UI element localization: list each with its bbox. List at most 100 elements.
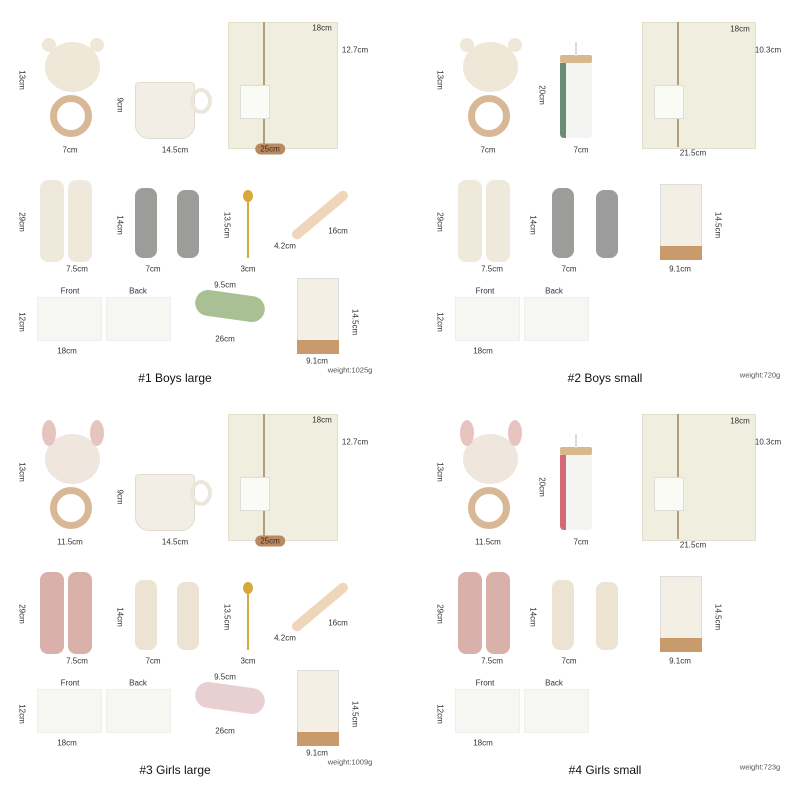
sock-left [458, 572, 482, 654]
dimension-label-sock-w: 7.5cm [66, 264, 88, 274]
dimension-label-back: Back [129, 286, 147, 296]
dimension-label-baby-w: 7cm [561, 656, 577, 666]
dimension-label-sock-h: 29cm [435, 212, 445, 232]
dimension-label-sock-h: 29cm [17, 212, 27, 232]
card-stand-base [297, 732, 339, 746]
rattle-ear-right [508, 38, 522, 52]
dimension-label-rattle-h: 13cm [435, 70, 445, 90]
gift-tag [654, 85, 684, 119]
sock-right [486, 180, 510, 262]
rattle-ring [50, 487, 92, 529]
dimension-label-mask-h: 9.5cm [214, 672, 236, 682]
baby-sock-right [596, 190, 618, 258]
sock-right [68, 572, 92, 654]
card-stand [297, 670, 339, 734]
tumbler-lid [560, 55, 592, 63]
dimension-label-rattle-h: 13cm [17, 70, 27, 90]
dimension-label-stand-w: 9.1cm [669, 656, 691, 666]
dimension-label-front: Front [475, 286, 495, 296]
tumbler [560, 455, 592, 530]
card-stand [660, 184, 702, 248]
dimension-label-cup-w: 14.5cm [161, 537, 189, 547]
card-stand [297, 278, 339, 342]
dimension-label-stand-h: 14.5cm [713, 211, 723, 239]
set-title: #2 Boys small [567, 371, 643, 385]
baby-sock-right [596, 582, 618, 650]
rattle-ear-right [508, 420, 522, 446]
dimension-label-cup-h: 9cm [115, 489, 125, 505]
dimension-label-baby-h: 14cm [528, 607, 538, 627]
dimension-label-sock-w: 7.5cm [481, 264, 503, 274]
dimension-label-card-w: 18cm [473, 738, 493, 748]
set-title: #3 Girls large [139, 763, 211, 777]
rattle-head [45, 434, 100, 484]
dimension-label-mask-w: 26cm [215, 334, 235, 344]
dimension-label-box-len: 25cm [255, 143, 285, 155]
dimension-label-box-len: 21.5cm [679, 148, 707, 158]
spoon [243, 582, 253, 594]
baby-sock-left [552, 580, 574, 650]
dimension-label-stand-h: 14.5cm [713, 603, 723, 631]
dimension-label-toy-w: 4.2cm [274, 633, 296, 643]
dimension-label-sock-h: 29cm [435, 604, 445, 624]
dimension-label-back: Back [545, 286, 563, 296]
dimension-label-toy-w: 4.2cm [274, 241, 296, 251]
gift-box-twine [263, 414, 265, 539]
gift-tag [654, 477, 684, 511]
dimension-label-baby-w: 7cm [145, 264, 161, 274]
dimension-label-mask-w: 26cm [215, 726, 235, 736]
rattle-head [463, 434, 518, 484]
dimension-label-card-h: 12cm [17, 704, 27, 724]
card-front [455, 297, 520, 341]
dimension-label-rattle-w: 11.5cm [475, 537, 501, 547]
card-back [106, 689, 171, 733]
rattle-ear-left [42, 38, 56, 52]
mug [135, 82, 195, 139]
gift-box-twine [263, 22, 265, 147]
dimension-label-front: Front [60, 286, 80, 296]
dimension-label-box-len: 21.5cm [679, 540, 707, 550]
card-front [37, 297, 102, 341]
dimension-label-box-top: 18cm [730, 416, 750, 426]
dimension-label-sock-w: 7.5cm [481, 656, 503, 666]
dimension-label-toy-len: 16cm [328, 618, 348, 628]
tumbler-straw [575, 42, 577, 56]
dimension-label-rattle-h: 13cm [17, 462, 27, 482]
dimension-label-toy-len: 16cm [328, 226, 348, 236]
spoon [243, 190, 253, 202]
dimension-label-rattle-w: 7cm [480, 145, 496, 155]
set-title: #4 Girls small [568, 763, 642, 777]
card-back [524, 297, 589, 341]
dimension-label-card-h: 12cm [435, 312, 445, 332]
rattle-head [463, 42, 518, 92]
card-back [524, 689, 589, 733]
dimension-label-sock-w: 7.5cm [66, 656, 88, 666]
weight-label: weight:723g [739, 762, 781, 772]
baby-sock-right [177, 582, 199, 650]
dimension-label-box-len: 25cm [255, 535, 285, 547]
rattle-ear-right [90, 420, 104, 446]
rattle-ear-right [90, 38, 104, 52]
baby-sock-left [552, 188, 574, 258]
weight-label: weight:1025g [327, 365, 373, 375]
baby-sock-left [135, 580, 157, 650]
dimension-label-front: Front [60, 678, 80, 688]
dimension-label-back: Back [129, 678, 147, 688]
dimension-label-baby-h: 14cm [528, 215, 538, 235]
dimension-label-baby-h: 14cm [115, 215, 125, 235]
dimension-label-card-h: 12cm [17, 312, 27, 332]
sock-left [40, 180, 64, 262]
gift-box-twine [677, 414, 679, 539]
dimension-label-back: Back [545, 678, 563, 688]
dimension-label-stand-w: 9.1cm [306, 748, 328, 758]
dimension-label-front: Front [475, 678, 495, 688]
weight-label: weight:720g [739, 370, 781, 380]
baby-sock-right [177, 190, 199, 258]
dimension-label-sock-h: 29cm [17, 604, 27, 624]
dimension-label-baby-w: 7cm [145, 656, 161, 666]
dimension-label-box-top: 18cm [312, 23, 332, 33]
card-stand [660, 576, 702, 640]
